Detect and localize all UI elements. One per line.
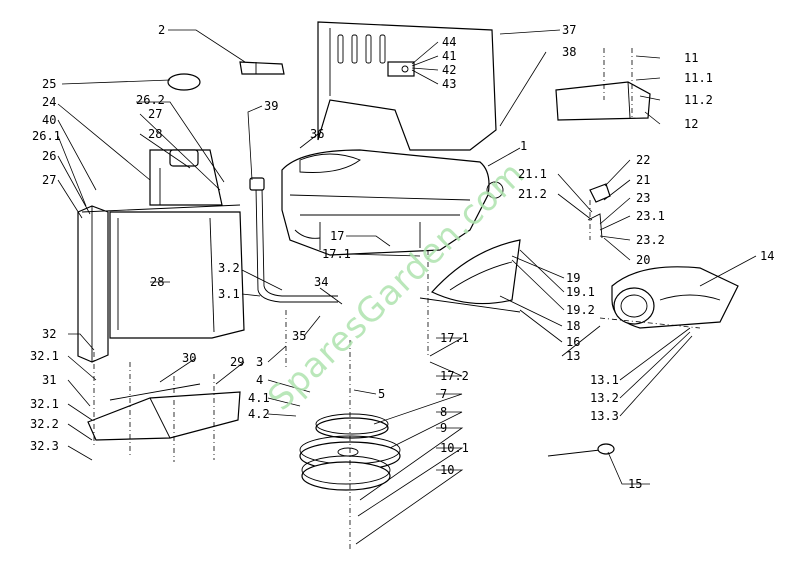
dipstick [547, 443, 615, 457]
part-label: 27 [42, 173, 56, 187]
part-label: 37 [562, 23, 576, 37]
exhaust-deflector [419, 239, 521, 313]
part-label: 32.1 [30, 349, 59, 363]
part-label: 13.3 [590, 409, 619, 423]
fuel-tank [109, 149, 245, 339]
part-label: 42 [442, 63, 456, 77]
part-label: 19 [566, 271, 580, 285]
part-label: 21.1 [518, 167, 547, 181]
fuel-line [249, 177, 338, 303]
part-label: 10 [440, 463, 454, 477]
part-label: 10.1 [440, 441, 469, 455]
part-label: 40 [42, 113, 56, 127]
engine-cover-shield [317, 21, 497, 151]
part-label: 31 [42, 373, 56, 387]
part-label: 3.2 [218, 261, 240, 275]
part-label: 26.1 [32, 129, 61, 143]
part-label: 11.2 [684, 93, 713, 107]
part-label: 25 [42, 77, 56, 91]
part-label: 13 [566, 349, 580, 363]
mounting-plate [87, 383, 241, 441]
part-label: 15 [628, 477, 642, 491]
tank-bracket [77, 204, 241, 363]
part-label: 21 [636, 173, 650, 187]
part-label: 17.2 [440, 369, 469, 383]
part-label: 32.2 [30, 417, 59, 431]
part-label: 32.3 [30, 439, 59, 453]
part-labels: 2 37 44 41 42 43 38 11 11.1 11.2 12 25 2… [30, 23, 774, 491]
part-label: 11.1 [684, 71, 713, 85]
part-label: 19.1 [566, 285, 595, 299]
part-label: 17.1 [440, 331, 469, 345]
part-label: 2 [158, 23, 165, 37]
part-label: 17.1 [322, 247, 351, 261]
part-label: 17 [330, 229, 344, 243]
part-label: 14 [760, 249, 774, 263]
part-label: 4 [256, 373, 263, 387]
part-label: 18 [566, 319, 580, 333]
part-label: 23.1 [636, 209, 665, 223]
part-label: 26 [42, 149, 56, 163]
part-label: 21.2 [518, 187, 547, 201]
part-label: 1 [520, 139, 527, 153]
part-label: 3.1 [218, 287, 240, 301]
part-label: 3 [256, 355, 263, 369]
part-label: 22 [636, 153, 650, 167]
part-label: 24 [42, 95, 56, 109]
part-label: 35 [292, 329, 306, 343]
engine-block [281, 149, 504, 256]
part-label: 28 [150, 275, 164, 289]
spark-plug [239, 61, 285, 75]
part-label: 4.2 [248, 407, 270, 421]
part-label: 36 [310, 127, 324, 141]
part-label: 23 [636, 191, 650, 205]
part-label: 44 [442, 35, 456, 49]
bracket-plate [555, 81, 651, 121]
part-label: 4.1 [248, 391, 270, 405]
part-label: 11 [684, 51, 698, 65]
leader-lines [57, 29, 757, 545]
part-label: 29 [230, 355, 244, 369]
part-label: 16 [566, 335, 580, 349]
part-label: 13.2 [590, 391, 619, 405]
part-label: 41 [442, 49, 456, 63]
part-label: 30 [182, 351, 196, 365]
part-label: 43 [442, 77, 456, 91]
part-label: 9 [440, 421, 447, 435]
part-label: 13.1 [590, 373, 619, 387]
part-label: 19.2 [566, 303, 595, 317]
part-label: 32.1 [30, 397, 59, 411]
part-label: 34 [314, 275, 328, 289]
part-label: 20 [636, 253, 650, 267]
part-label: 23.2 [636, 233, 665, 247]
part-label: 32 [42, 327, 56, 341]
part-label: 38 [562, 45, 576, 59]
part-label: 28 [148, 127, 162, 141]
part-label: 8 [440, 405, 447, 419]
part-label: 39 [264, 99, 278, 113]
part-label: 5 [378, 387, 385, 401]
part-label: 27 [148, 107, 162, 121]
part-label: 26.2 [136, 93, 165, 107]
tank-cap [167, 73, 201, 91]
part-label: 7 [440, 387, 447, 401]
part-label: 12 [684, 117, 698, 131]
bolt-axes [93, 48, 701, 550]
lever-assembly [587, 183, 611, 239]
